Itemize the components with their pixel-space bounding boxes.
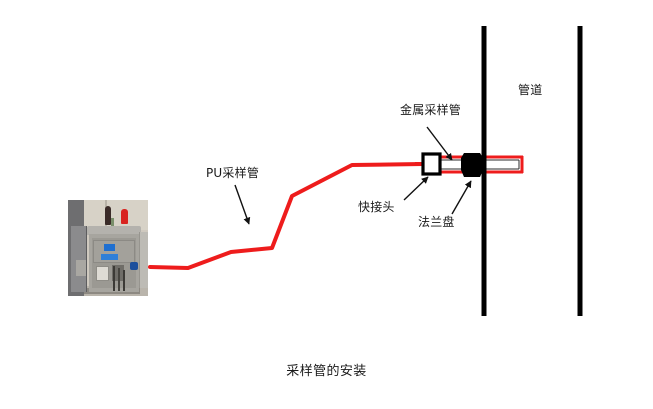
pu-sampling-tube <box>148 162 425 270</box>
cabinet-side-panel <box>139 232 148 288</box>
outlet-connector <box>130 262 138 270</box>
internal-tube-b <box>118 268 120 291</box>
cabinet-door-panel <box>76 260 86 276</box>
label-quick-connector: 快接头 <box>358 200 395 214</box>
quick-connector-body <box>421 152 442 176</box>
diagram-caption: 采样管的安装 <box>286 364 367 379</box>
label-flange: 法兰盘 <box>418 215 455 229</box>
alarm-beacon-red <box>121 209 128 224</box>
label-duct: 管道 <box>518 83 543 97</box>
label-metal-sampling-tube: 金属采样管 <box>400 103 462 117</box>
pu-tube-arrow <box>234 184 251 225</box>
cabinet-top <box>87 226 141 235</box>
analyzer-display <box>104 244 115 251</box>
analyzer-nameplate <box>101 254 118 260</box>
analyzer-cabinet-photo <box>68 200 148 296</box>
flange-block <box>461 153 483 177</box>
quick-connector-arrow <box>403 176 429 201</box>
photo-wall-back <box>84 200 148 230</box>
label-pu-sampling-tube: PU采样管 <box>206 166 260 180</box>
metal-tube-arrow <box>426 126 453 161</box>
internal-tube-a <box>113 266 115 291</box>
pump-module <box>96 266 109 281</box>
antenna-mast <box>105 206 111 225</box>
cabinet-door <box>71 226 87 292</box>
internal-tube-c <box>123 270 125 291</box>
status-lamp-green <box>111 218 114 227</box>
flange-arrow <box>451 180 472 215</box>
